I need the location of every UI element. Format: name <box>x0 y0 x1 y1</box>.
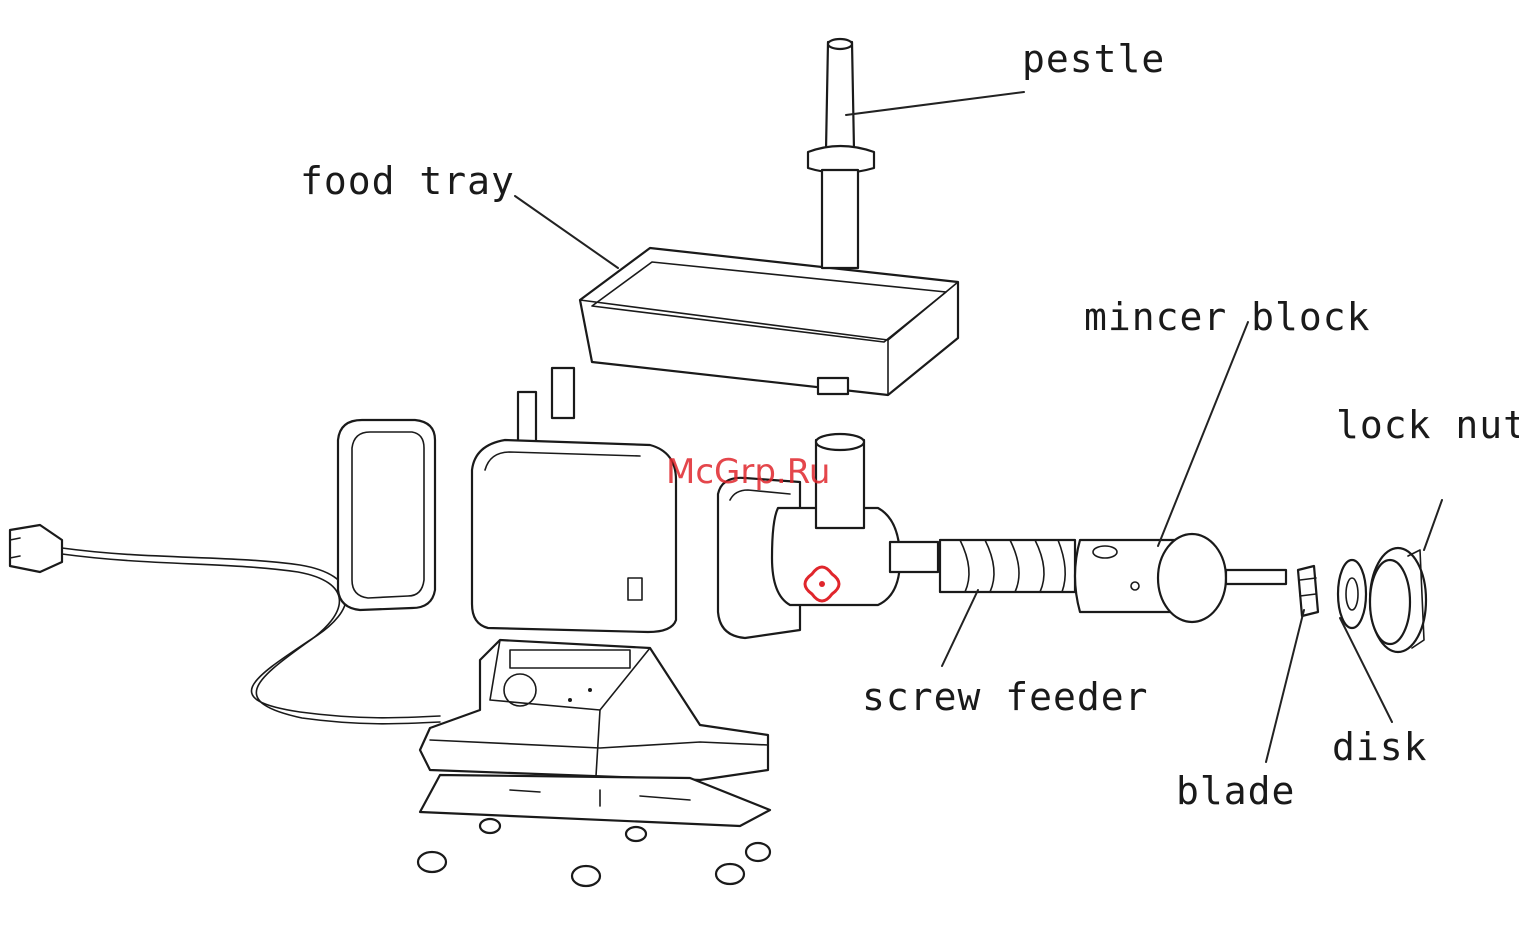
label-lock-nut: lock nut <box>1336 406 1519 444</box>
leader-lock-nut <box>1424 500 1442 550</box>
mincer-block-part <box>1075 534 1286 622</box>
label-blade: blade <box>1176 772 1295 810</box>
watermark-text: McGrp.Ru <box>666 452 830 492</box>
leader-food-tray <box>515 196 618 268</box>
label-disk: disk <box>1332 728 1428 766</box>
leader-pestle <box>846 92 1024 115</box>
label-mincer-block: mincer block <box>1084 298 1371 336</box>
plug <box>10 525 62 572</box>
label-screw-feeder: screw feeder <box>862 678 1149 716</box>
foot-3 <box>716 864 744 884</box>
leader-blade <box>1266 610 1304 762</box>
leader-screw-feeder <box>942 590 978 666</box>
screw-feeder-part <box>940 540 1075 592</box>
motor-housing <box>472 368 676 632</box>
lock-nut-part <box>1370 548 1426 652</box>
label-food-tray: food tray <box>300 162 515 200</box>
label-pestle: pestle <box>1022 40 1165 78</box>
bottom-plate <box>418 775 770 886</box>
leader-mincer-block <box>1158 322 1248 546</box>
food-tray-part <box>580 248 958 395</box>
foot-2 <box>572 866 600 886</box>
pestle-part <box>808 39 874 268</box>
disk-part <box>1338 560 1366 628</box>
base <box>420 640 768 780</box>
foot-4 <box>746 843 770 861</box>
side-cover <box>338 420 435 610</box>
blade-part <box>1298 566 1318 616</box>
foot-1 <box>418 852 446 872</box>
